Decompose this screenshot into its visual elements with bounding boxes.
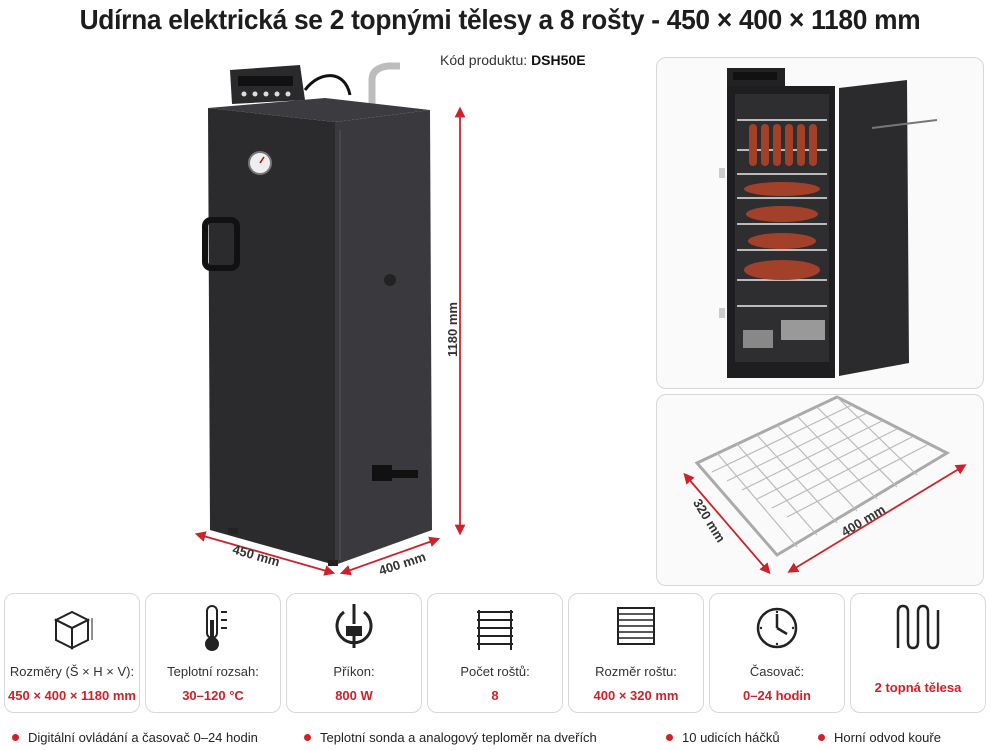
feature-value: 800 W bbox=[335, 688, 373, 703]
bullet-dot-icon bbox=[304, 734, 311, 742]
product-code: Kód produktu: DSH50E bbox=[440, 52, 586, 68]
grate-panel: 320 mm 400 mm bbox=[656, 394, 984, 586]
product-code-label: Kód produktu: bbox=[440, 52, 528, 68]
feature-dimensions: Rozměry (Š × H × V): 450 × 400 × 1180 mm bbox=[4, 593, 140, 713]
feature-bullets: Digitální ovládání a časovač 0–24 hodin … bbox=[0, 728, 1000, 750]
feature-power: Příkon: 800 W bbox=[286, 593, 422, 713]
feature-value: 450 × 400 × 1180 mm bbox=[8, 688, 136, 703]
bullet-text: Horní odvod kouře bbox=[834, 730, 941, 745]
bullet-dot-icon bbox=[12, 734, 19, 742]
feature-label: Rozměr roštu: bbox=[595, 664, 677, 679]
feature-label: Časovač: bbox=[749, 664, 805, 679]
cube-dimensions-icon bbox=[53, 610, 93, 650]
grate-size-icon bbox=[617, 607, 655, 645]
bullet-item: Horní odvod kouře bbox=[818, 730, 941, 745]
bullet-text: Digitální ovládání a časovač 0–24 hodin bbox=[28, 730, 258, 745]
bullet-text: Teplotní sonda a analogový teploměr na d… bbox=[320, 730, 597, 745]
thermometer-icon bbox=[205, 605, 227, 651]
feature-timer: Časovač: 0–24 hodin bbox=[709, 593, 845, 713]
bullet-item: Digitální ovládání a časovač 0–24 hodin bbox=[12, 730, 258, 745]
bullet-text: 10 udicích háčků bbox=[682, 730, 780, 745]
feature-value: 0–24 hodin bbox=[743, 688, 811, 703]
feature-label: Příkon: bbox=[333, 664, 375, 679]
bullet-item: Teplotní sonda a analogový teploměr na d… bbox=[304, 730, 597, 745]
bullet-dot-icon bbox=[666, 734, 673, 742]
open-smoker-panel bbox=[656, 57, 984, 389]
heating-element-icon bbox=[896, 604, 940, 650]
grate-image bbox=[683, 395, 967, 575]
smoker-main-image bbox=[194, 62, 466, 576]
feature-label: Počet roštů: bbox=[460, 664, 530, 679]
feature-label: Teplotní rozsah: bbox=[167, 664, 259, 679]
bullet-dot-icon bbox=[818, 734, 825, 742]
feature-cards: Rozměry (Š × H × V): 450 × 400 × 1180 mm… bbox=[0, 593, 1000, 713]
feature-grate-size: Rozměr roštu: 400 × 320 mm bbox=[568, 593, 704, 713]
feature-value: 2 topná tělesa bbox=[874, 680, 962, 695]
feature-value: 8 bbox=[491, 688, 499, 703]
power-plug-icon bbox=[335, 604, 373, 648]
feature-temperature: Teplotní rozsah: 30–120 °C bbox=[145, 593, 281, 713]
height-dimension-label: 1180 mm bbox=[444, 302, 460, 357]
feature-value: 30–120 °C bbox=[182, 688, 244, 703]
feature-heating-elements: 2 topná tělesa bbox=[850, 593, 986, 713]
open-smoker-image bbox=[719, 68, 938, 378]
feature-label: Rozměry (Š × H × V): bbox=[9, 664, 135, 679]
feature-value: 400 × 320 mm bbox=[593, 688, 679, 703]
product-code-value: DSH50E bbox=[531, 52, 586, 68]
page-title: Udírna elektrická se 2 topnými tělesy a … bbox=[79, 4, 921, 35]
feature-grates-count: Počet roštů: 8 bbox=[427, 593, 563, 713]
clock-icon bbox=[756, 607, 798, 649]
grates-icon bbox=[477, 610, 513, 650]
bullet-item: 10 udicích háčků bbox=[666, 730, 780, 745]
